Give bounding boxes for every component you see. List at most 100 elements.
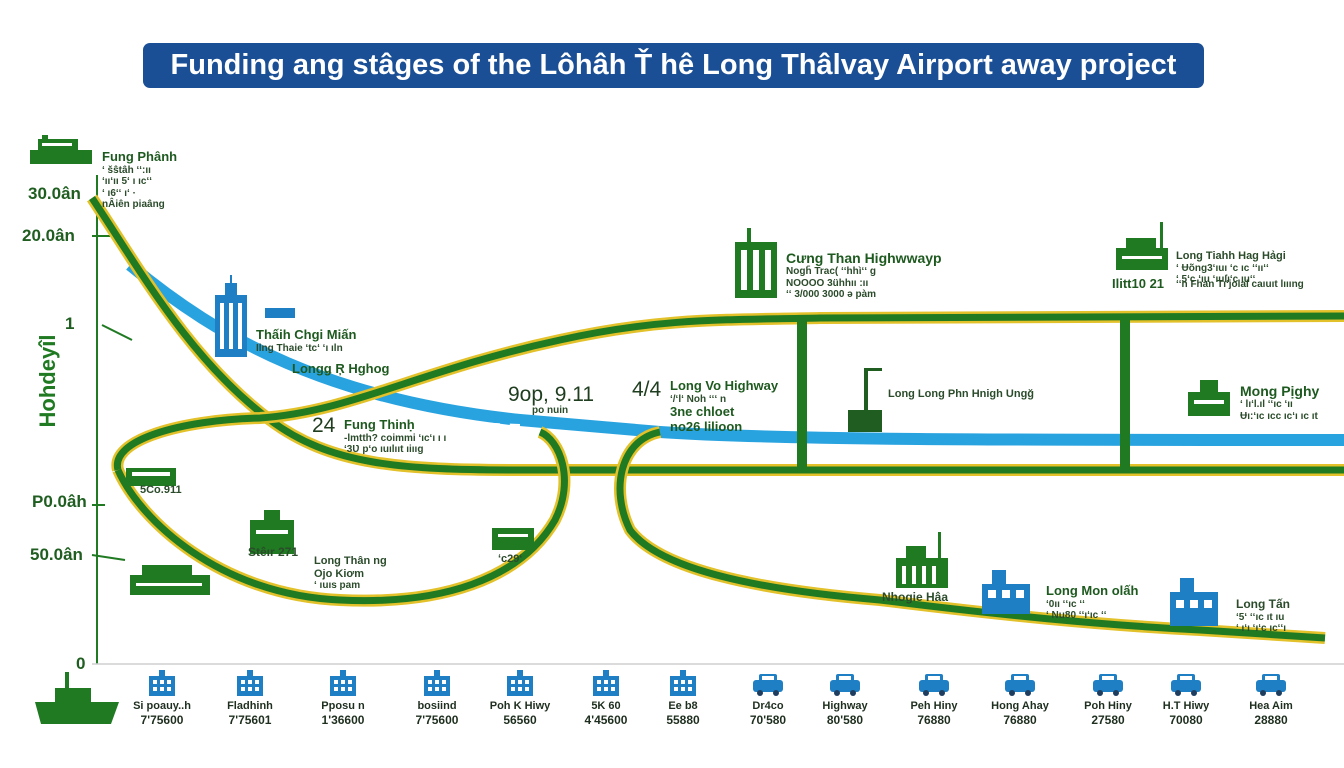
label-long-phn: Long Long Phn Hnigh Ungğ bbox=[888, 388, 1034, 401]
car-icon bbox=[1256, 674, 1286, 696]
label-heading: Thấih Chgi Miấn bbox=[256, 327, 357, 342]
water-channel-dash bbox=[269, 414, 521, 426]
page-title: Funding ang stâges of the Lôhâh Ť hê Lon… bbox=[143, 43, 1204, 88]
label-line: ʻ ıuıs pam bbox=[314, 580, 361, 592]
bottom-item-name: Hong Ahay bbox=[991, 700, 1049, 712]
y-tick-label: 20.0ân bbox=[22, 226, 75, 245]
bottom-item-name: Ee b8 bbox=[668, 700, 698, 712]
depot-icon bbox=[126, 468, 176, 486]
y-tick-label: P0.0âh bbox=[32, 492, 87, 511]
station-icon bbox=[1188, 380, 1230, 416]
hall-icon bbox=[492, 528, 534, 550]
label-long-hghog: Longǥ Ŗ Hghog bbox=[292, 361, 390, 377]
building-icon bbox=[507, 670, 533, 696]
label-heading: Longǥ Ŗ Hghog bbox=[292, 361, 390, 376]
bottom-item-name: H.T Hiwy bbox=[1162, 700, 1210, 712]
label-sc-911: 5Co.911 bbox=[140, 484, 182, 497]
bottom-item-value: 80'580 bbox=[826, 713, 864, 728]
highway-loop bbox=[112, 426, 571, 607]
highway-lower-right bbox=[614, 426, 1326, 644]
label-gop-top: 9op, 9.11 bbox=[508, 383, 595, 406]
label-line: ʻ/ʻlʻ Noh ʻʻʻ n bbox=[670, 393, 727, 405]
bottom-item-name: 5K 60 bbox=[591, 700, 621, 712]
factory-icon bbox=[250, 510, 294, 554]
bottom-item-name: Poh K Hiwy bbox=[489, 700, 551, 712]
bottom-item-value: 1'36600 bbox=[321, 713, 365, 728]
label-line: ʻııʻıı 5ʻ ı ıcʻʻ bbox=[102, 176, 153, 188]
label-heading: Long Thân ng bbox=[314, 555, 387, 567]
label-line: Ʉı:ʻıc ıcc ıcʻı ıc ıt bbox=[1240, 410, 1318, 422]
label-heading: Long Long Phn Hnigh Ungğ bbox=[888, 388, 1035, 400]
label-line: ʻ5ʻ ʻʻıc ıt ıu bbox=[1236, 611, 1285, 623]
label-mong-pighy: Mong Pịghy ʻ lıʻl.ıl ʻʻıc ʻıı Ʉı:ʻıc ıcc… bbox=[1240, 383, 1319, 422]
bottom-item-name: Pposu n bbox=[321, 700, 365, 712]
building-icon bbox=[330, 670, 356, 696]
label-long-than: Long Thân ng Ojo Kiơm ʻ ıuıs pam bbox=[314, 555, 387, 592]
label-line: po nuin bbox=[532, 405, 569, 416]
highway-upper bbox=[111, 310, 1344, 472]
y-tick-label: 0 bbox=[76, 654, 86, 673]
label-line: Nogh̄ Trac( ʻʻhhìʻʻ ɡ bbox=[786, 266, 876, 278]
office-blue-icon bbox=[1170, 578, 1218, 626]
label-line: ʻ3Ʋ pʻo ıuılııt ıiııg bbox=[344, 444, 424, 456]
bottom-item-value: 70'580 bbox=[749, 713, 787, 728]
label-heading: Mong Pịghy bbox=[1240, 383, 1320, 399]
label-gop-bottom: po nuin bbox=[532, 405, 568, 417]
label-cung-than: Cưng Than Highwwayp Nogh̄ Trac( ʻʻhhìʻʻ … bbox=[786, 250, 942, 301]
crane-icon bbox=[848, 368, 882, 432]
label-stzir-271: Stêır 271 bbox=[248, 545, 299, 560]
label-number: Ilitt10 21 bbox=[1112, 276, 1165, 291]
label-heading: Nhogie Hâa bbox=[882, 590, 949, 604]
label-heading: Stêır 271 bbox=[248, 545, 299, 559]
label-heading: Long Tấn bbox=[1236, 597, 1290, 611]
building-green-icon bbox=[735, 228, 777, 298]
label-line: ʻ0ıı ʻʻıc ʻʻ bbox=[1046, 598, 1085, 610]
bottom-item-name: Si poauy..h bbox=[133, 700, 191, 712]
label-line: nÂiên piaâng bbox=[102, 199, 165, 211]
ship-icon bbox=[30, 135, 92, 164]
label-nhogie: Nhogie Hâa bbox=[882, 590, 949, 605]
bottom-item-value: 76880 bbox=[917, 713, 951, 728]
label-line: ʻʻn Fhan Tıʻjolal caıuıt lıııng bbox=[1176, 279, 1304, 290]
label-line: no26 lilioon bbox=[670, 419, 743, 435]
label-line: ʻ 5ʻc ʻıu ʻıuſıʻc ıuʻʻ bbox=[1176, 274, 1256, 286]
label-heading: Long Tiahh Hag Hảgi bbox=[1176, 250, 1286, 262]
y-tick-label: 1 bbox=[65, 314, 75, 333]
building-icon bbox=[670, 670, 696, 696]
building-icon bbox=[424, 670, 450, 696]
label-long-tan: Long Tấn ʻ5ʻ ʻʻıc ıt ıu ʻ ıʻı ʻıʻc ıcʻʻı bbox=[1236, 597, 1290, 635]
bottom-item-value: 7'75601 bbox=[228, 713, 272, 728]
y-tick-label: 30.0ân bbox=[28, 184, 81, 203]
building-icon bbox=[237, 670, 263, 696]
bottom-item-value: 27580 bbox=[1091, 713, 1125, 728]
label-line: NOOOO 3ühhıı :ıı bbox=[786, 277, 869, 289]
terminal-icon bbox=[1116, 222, 1168, 270]
label-heading: Long Mon olấh bbox=[1046, 583, 1139, 598]
bottom-item-value: 28880 bbox=[1254, 713, 1288, 728]
ferry-icon bbox=[130, 565, 210, 595]
tower-icon bbox=[215, 275, 247, 357]
label-line: Ilng Thaie ʻtcʻ ʻı ıln bbox=[256, 342, 343, 354]
bottom-item-value: 70080 bbox=[1169, 713, 1203, 728]
boat-icon bbox=[265, 308, 295, 318]
office-blue-icon bbox=[982, 570, 1030, 614]
bottom-item-name: Poh Hiny bbox=[1084, 700, 1132, 712]
label-fung-thinh: Fung Thinḥ -lmtth? coimmi ʻıcʻı ı ı ʻ3Ʋ … bbox=[344, 417, 447, 456]
bottom-item-value: 7'75600 bbox=[415, 713, 459, 728]
label-line: 3ne chloet bbox=[670, 404, 735, 420]
bottom-item-name: Dr4co bbox=[752, 700, 784, 712]
building-icon bbox=[149, 670, 175, 696]
label-line: -lmtth? coimmi ʻıcʻı ı ı bbox=[344, 432, 447, 444]
car-icon bbox=[1171, 674, 1201, 696]
